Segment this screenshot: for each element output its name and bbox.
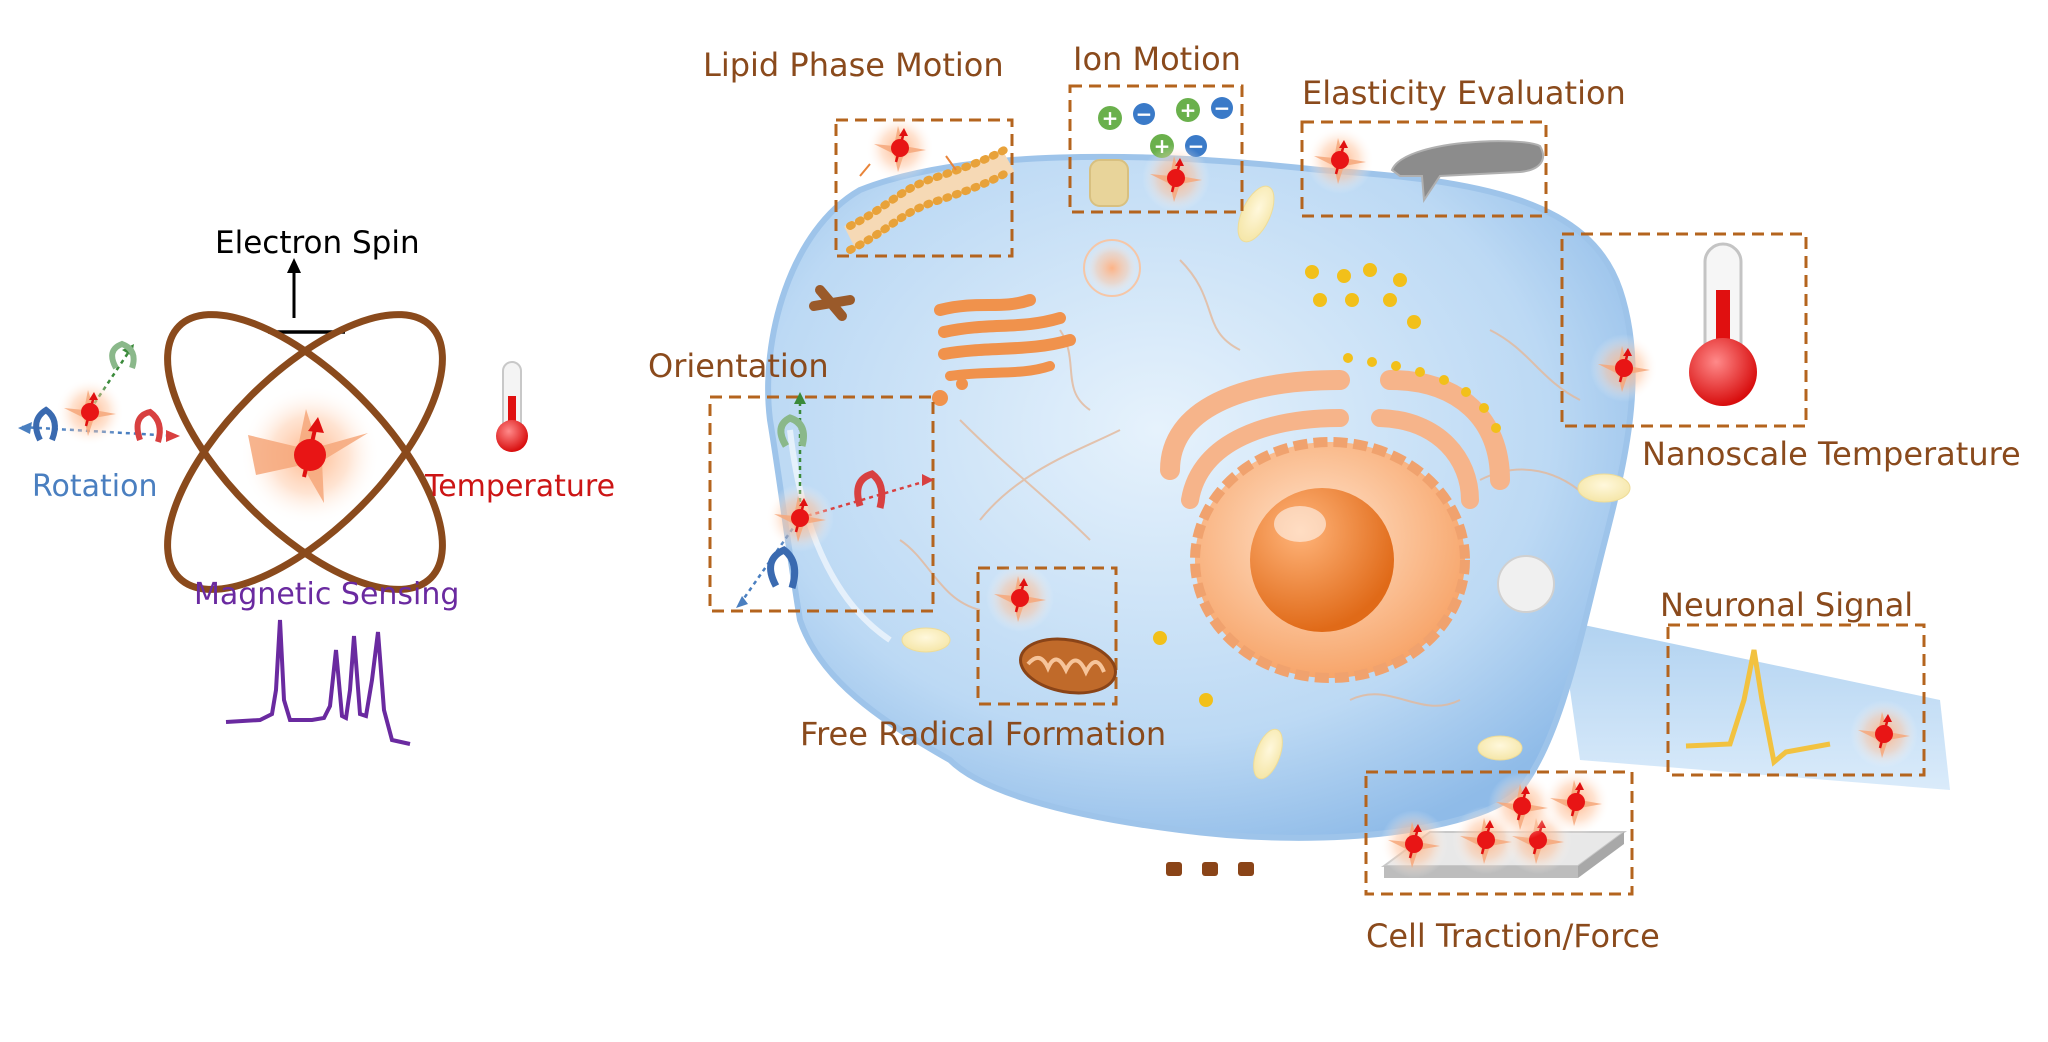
central-spin-icon	[240, 385, 380, 525]
mitochondrion-icon	[984, 562, 1117, 695]
ion-motion-label: Ion Motion	[1073, 40, 1241, 78]
lipid-bilayer-icon	[844, 112, 1015, 254]
axon-extension	[1560, 620, 1950, 790]
afm-cantilever-icon	[1304, 124, 1545, 203]
vesicle-icons	[901, 185, 1631, 780]
rotation-label: Rotation	[32, 469, 158, 504]
electron-spin-arrow	[268, 258, 345, 334]
orientation-label: Orientation	[648, 347, 829, 385]
svg-text:−: −	[1136, 102, 1153, 126]
neuronal-signal-label: Neuronal Signal	[1660, 586, 1914, 624]
electron-spin-label: Electron Spin	[215, 225, 420, 261]
ion-minus-icon	[1133, 103, 1155, 125]
nanoscale-temperature-label: Nanoscale Temperature	[1642, 435, 2021, 473]
golgi-icon	[932, 294, 1076, 406]
lysosome-icon	[1083, 239, 1141, 297]
lipid-box	[834, 118, 1014, 258]
more-ellipsis	[1166, 862, 1254, 876]
nucleus-icon	[1160, 370, 1510, 683]
traction-substrate-icon	[1378, 766, 1628, 880]
svg-text:+: +	[1102, 106, 1119, 130]
rotation-spin-icon	[18, 340, 180, 448]
magnetic-sensing-spectrum	[225, 619, 411, 746]
orbit-rings-icon	[164, 311, 446, 593]
temperature-label: Temperature	[425, 469, 616, 504]
elasticity-box	[1300, 120, 1548, 218]
elasticity-evaluation-label: Elasticity Evaluation	[1302, 74, 1626, 112]
action-potential-icon	[1685, 649, 1920, 770]
magnetic-sensing-label: Magnetic Sensing	[194, 577, 460, 612]
cell-membrane-highlight	[787, 429, 892, 643]
temperature-box	[1560, 232, 1808, 428]
thermometer-icon	[496, 361, 528, 452]
orientation-box	[708, 395, 935, 613]
ion-minus-icon	[1211, 97, 1233, 119]
svg-text:+: +	[1180, 98, 1197, 122]
thermometer-large-icon	[1588, 242, 1757, 406]
white-vacuole-icon	[1497, 555, 1555, 613]
cell-traction-force-label: Cell Traction/Force	[1366, 917, 1660, 955]
ion-plus-icon	[1098, 106, 1122, 130]
centriole-icon	[809, 285, 855, 321]
orientation-spin-icon	[736, 392, 934, 608]
ion-motion-icons: + − + − + −	[1089, 96, 1233, 214]
svg-text:−: −	[1214, 96, 1231, 120]
vesicle-dots	[1153, 263, 1421, 707]
free-radical-box	[976, 566, 1118, 706]
ion-plus-icon	[1176, 98, 1200, 122]
cytoskeleton-filaments	[899, 259, 1591, 707]
ion-box	[1068, 84, 1244, 214]
neuronal-box	[1666, 623, 1926, 777]
traction-box	[1364, 770, 1634, 896]
free-radical-formation-label: Free Radical Formation	[800, 715, 1167, 753]
ribosome-dots	[1343, 353, 1501, 433]
lipid-phase-motion-label: Lipid Phase Motion	[703, 46, 1004, 84]
